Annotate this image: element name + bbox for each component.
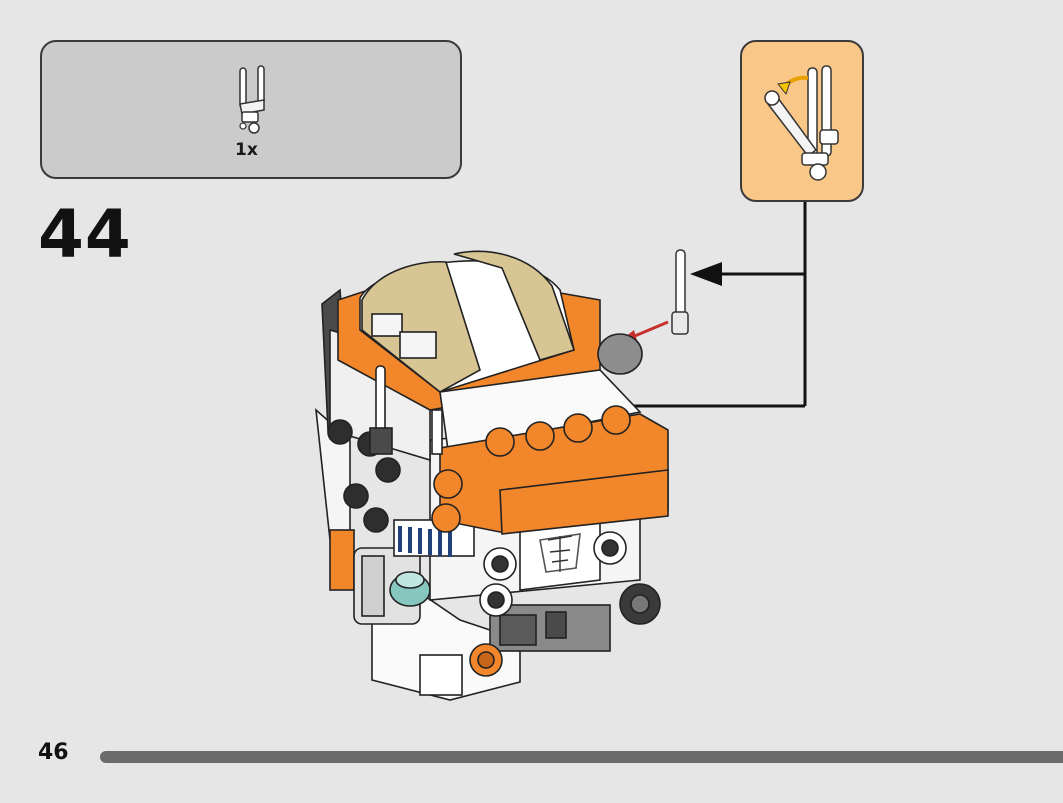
brickheadz-model	[314, 250, 669, 701]
progress-bar-fill	[100, 751, 1063, 763]
arrow-to-antenna-icon	[690, 262, 722, 286]
antenna-bar-piece-icon	[239, 65, 265, 134]
subassembly-callout	[740, 40, 864, 202]
part-quantity: 1x	[235, 140, 258, 160]
parts-list-callout: 1x	[40, 40, 462, 179]
page-number: 46	[38, 740, 69, 765]
rotate-hinge-subassembly-icon	[764, 65, 839, 181]
step-number: 44	[38, 196, 132, 273]
step-illustration	[314, 202, 807, 701]
progress-bar	[100, 751, 1063, 763]
loose-antenna-piece	[671, 249, 689, 335]
